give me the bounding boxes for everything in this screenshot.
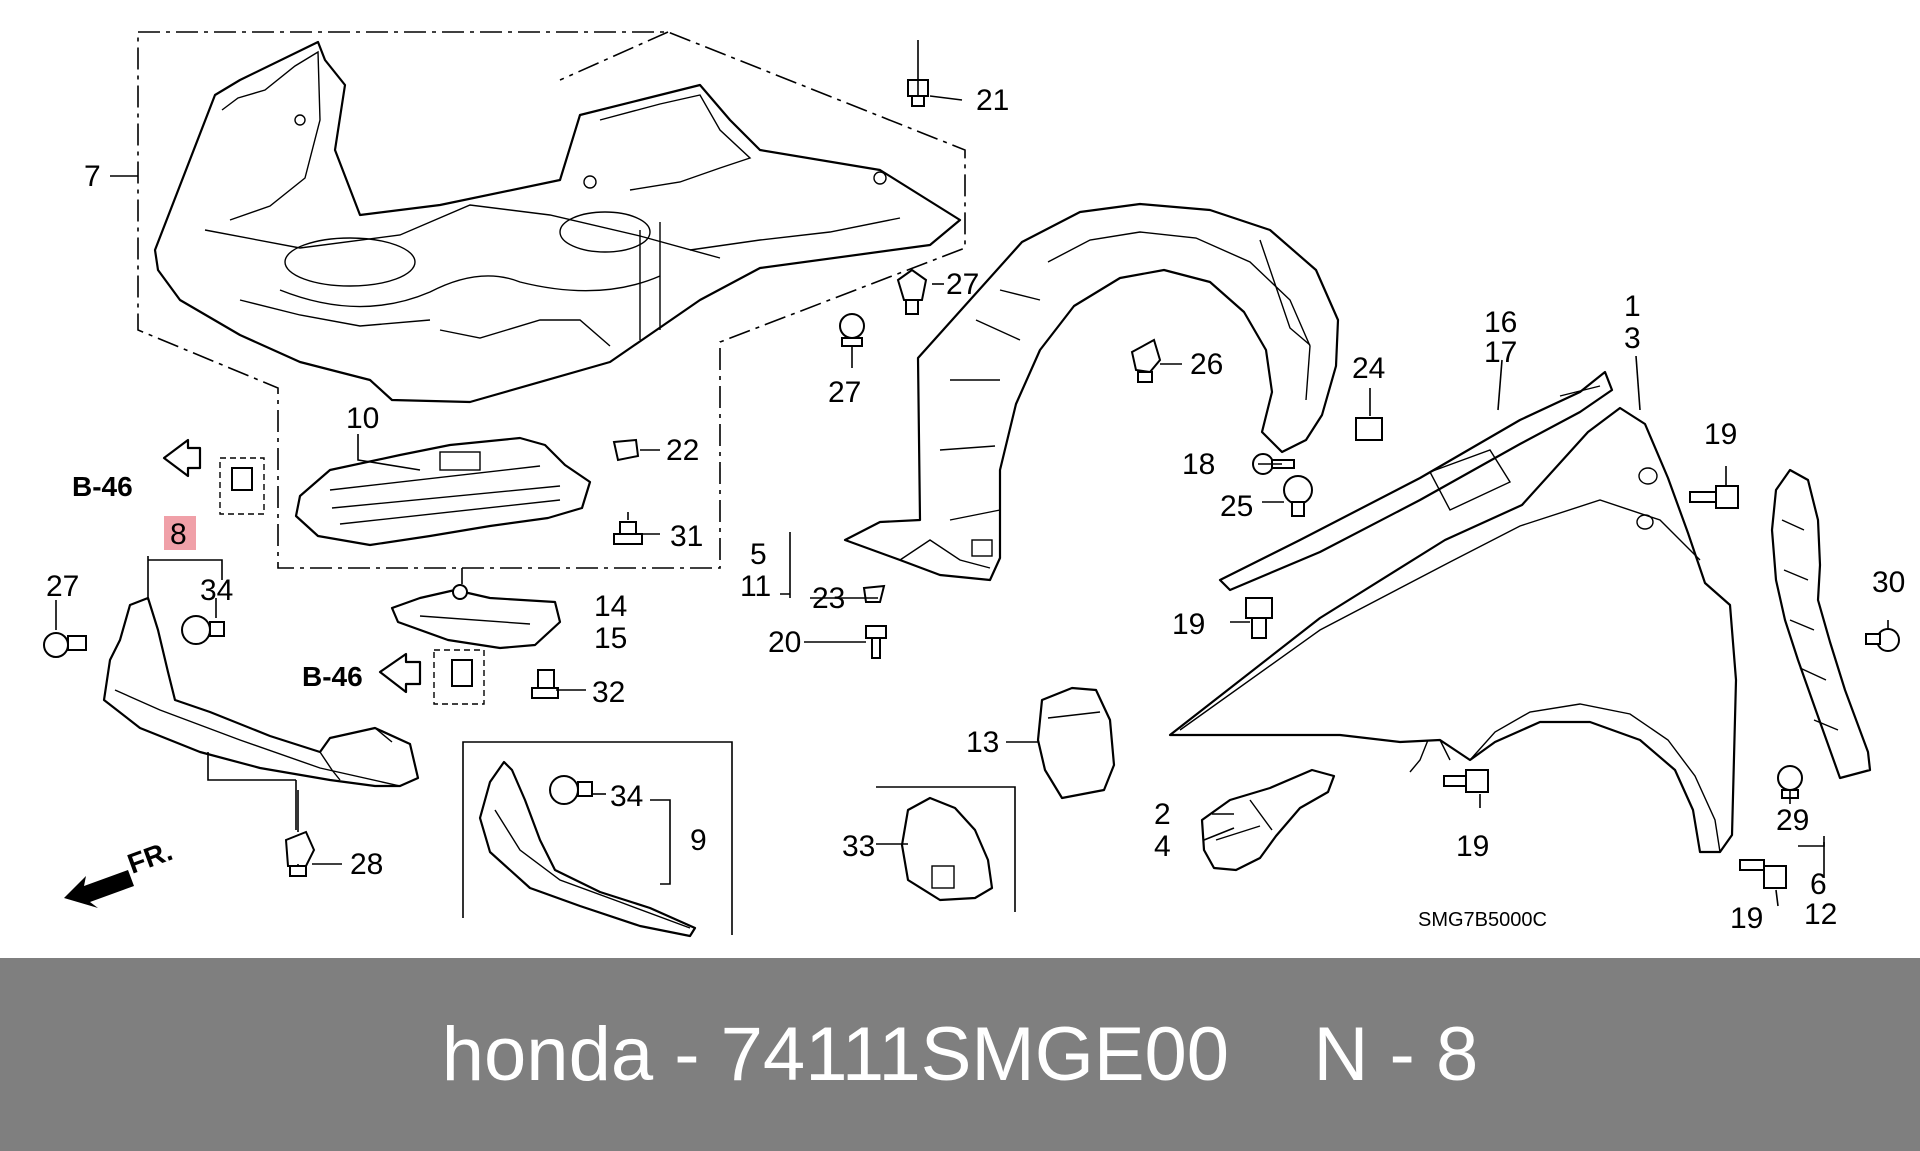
label-3: 3 <box>1624 322 1641 355</box>
footer-part-number: 74111SMGE00 <box>720 1012 1230 1097</box>
label-34a: 34 <box>200 574 233 607</box>
front-fender <box>1168 406 1738 854</box>
label-25: 25 <box>1220 490 1253 523</box>
label-13: 13 <box>966 726 999 759</box>
label-7: 7 <box>84 160 101 193</box>
label-27a: 27 <box>946 268 979 301</box>
label-12: 12 <box>1804 898 1837 931</box>
label-26: 26 <box>1190 348 1223 381</box>
footer-brand: honda <box>441 1012 654 1097</box>
ref-arrow-1 <box>162 438 202 478</box>
label-22: 22 <box>666 434 699 467</box>
label-19d: 19 <box>1730 902 1763 935</box>
label-20: 20 <box>768 626 801 659</box>
front-splash-guard <box>102 596 420 788</box>
label-8: 8 <box>170 518 187 551</box>
label-23: 23 <box>812 582 845 615</box>
fender-bracket <box>1770 468 1872 780</box>
label-33: 33 <box>842 830 875 863</box>
label-34b: 34 <box>610 780 643 813</box>
label-27c: 27 <box>46 570 79 603</box>
label-16: 16 <box>1484 306 1517 339</box>
label-17: 17 <box>1484 336 1517 369</box>
label-28: 28 <box>350 848 383 881</box>
label-1: 1 <box>1624 290 1641 323</box>
ref-b46-upper: B-46 <box>72 471 133 502</box>
footer-bar: honda - 74111SMGE00 N - 8 <box>0 958 1920 1151</box>
label-32: 32 <box>592 676 625 709</box>
label-4: 4 <box>1154 830 1171 863</box>
label-5: 5 <box>750 538 767 571</box>
label-9: 9 <box>690 824 707 857</box>
label-31: 31 <box>670 520 703 553</box>
diagram-code: SMG7B5000C <box>1418 909 1547 931</box>
under-cover-bracket <box>390 568 562 650</box>
ref-arrow-2 <box>378 652 422 694</box>
upper-splash-shield <box>153 40 962 404</box>
footer-separator: - <box>653 1012 721 1097</box>
highlight-8 <box>164 516 196 550</box>
clip-24 <box>1355 417 1383 441</box>
label-18: 18 <box>1182 448 1215 481</box>
label-10: 10 <box>346 402 379 435</box>
label-24: 24 <box>1352 352 1385 385</box>
part-9-box <box>462 741 733 938</box>
label-2: 2 <box>1154 798 1171 831</box>
label-29: 29 <box>1776 804 1809 837</box>
lower-under-cover <box>294 436 592 547</box>
label-19c: 19 <box>1456 830 1489 863</box>
footer-gap <box>1229 1011 1313 1098</box>
ref-b46-lower: B-46 <box>302 661 363 692</box>
label-19b: 19 <box>1704 418 1737 451</box>
fender-upper-rail <box>1218 370 1614 592</box>
label-21: 21 <box>976 84 1009 117</box>
label-11: 11 <box>740 570 771 603</box>
ref-box-1 <box>219 457 265 515</box>
front-label: FR. <box>123 835 176 880</box>
ref-box-2 <box>433 649 485 705</box>
label-15: 15 <box>594 622 627 655</box>
label-6: 6 <box>1810 868 1827 901</box>
fasteners <box>43 79 1900 889</box>
fender-lower-bracket <box>1200 768 1336 872</box>
label-27b: 27 <box>828 376 861 409</box>
front-arrow-icon <box>64 870 134 908</box>
label-30: 30 <box>1872 566 1905 599</box>
footer-section: N - 8 <box>1313 1012 1479 1097</box>
leader-lines <box>55 40 1889 907</box>
parts-diagram: 7 21 27 27 26 10 22 31 B-46 8 27 34 14 1… <box>43 31 1905 938</box>
under-cover-frame <box>137 31 966 569</box>
part-13-33 <box>876 686 1116 912</box>
part-labels: 7 21 27 27 26 10 22 31 B-46 8 27 34 14 1… <box>46 84 1905 935</box>
fender-liner <box>843 202 1340 582</box>
label-14: 14 <box>594 590 627 623</box>
label-19a: 19 <box>1172 608 1205 641</box>
